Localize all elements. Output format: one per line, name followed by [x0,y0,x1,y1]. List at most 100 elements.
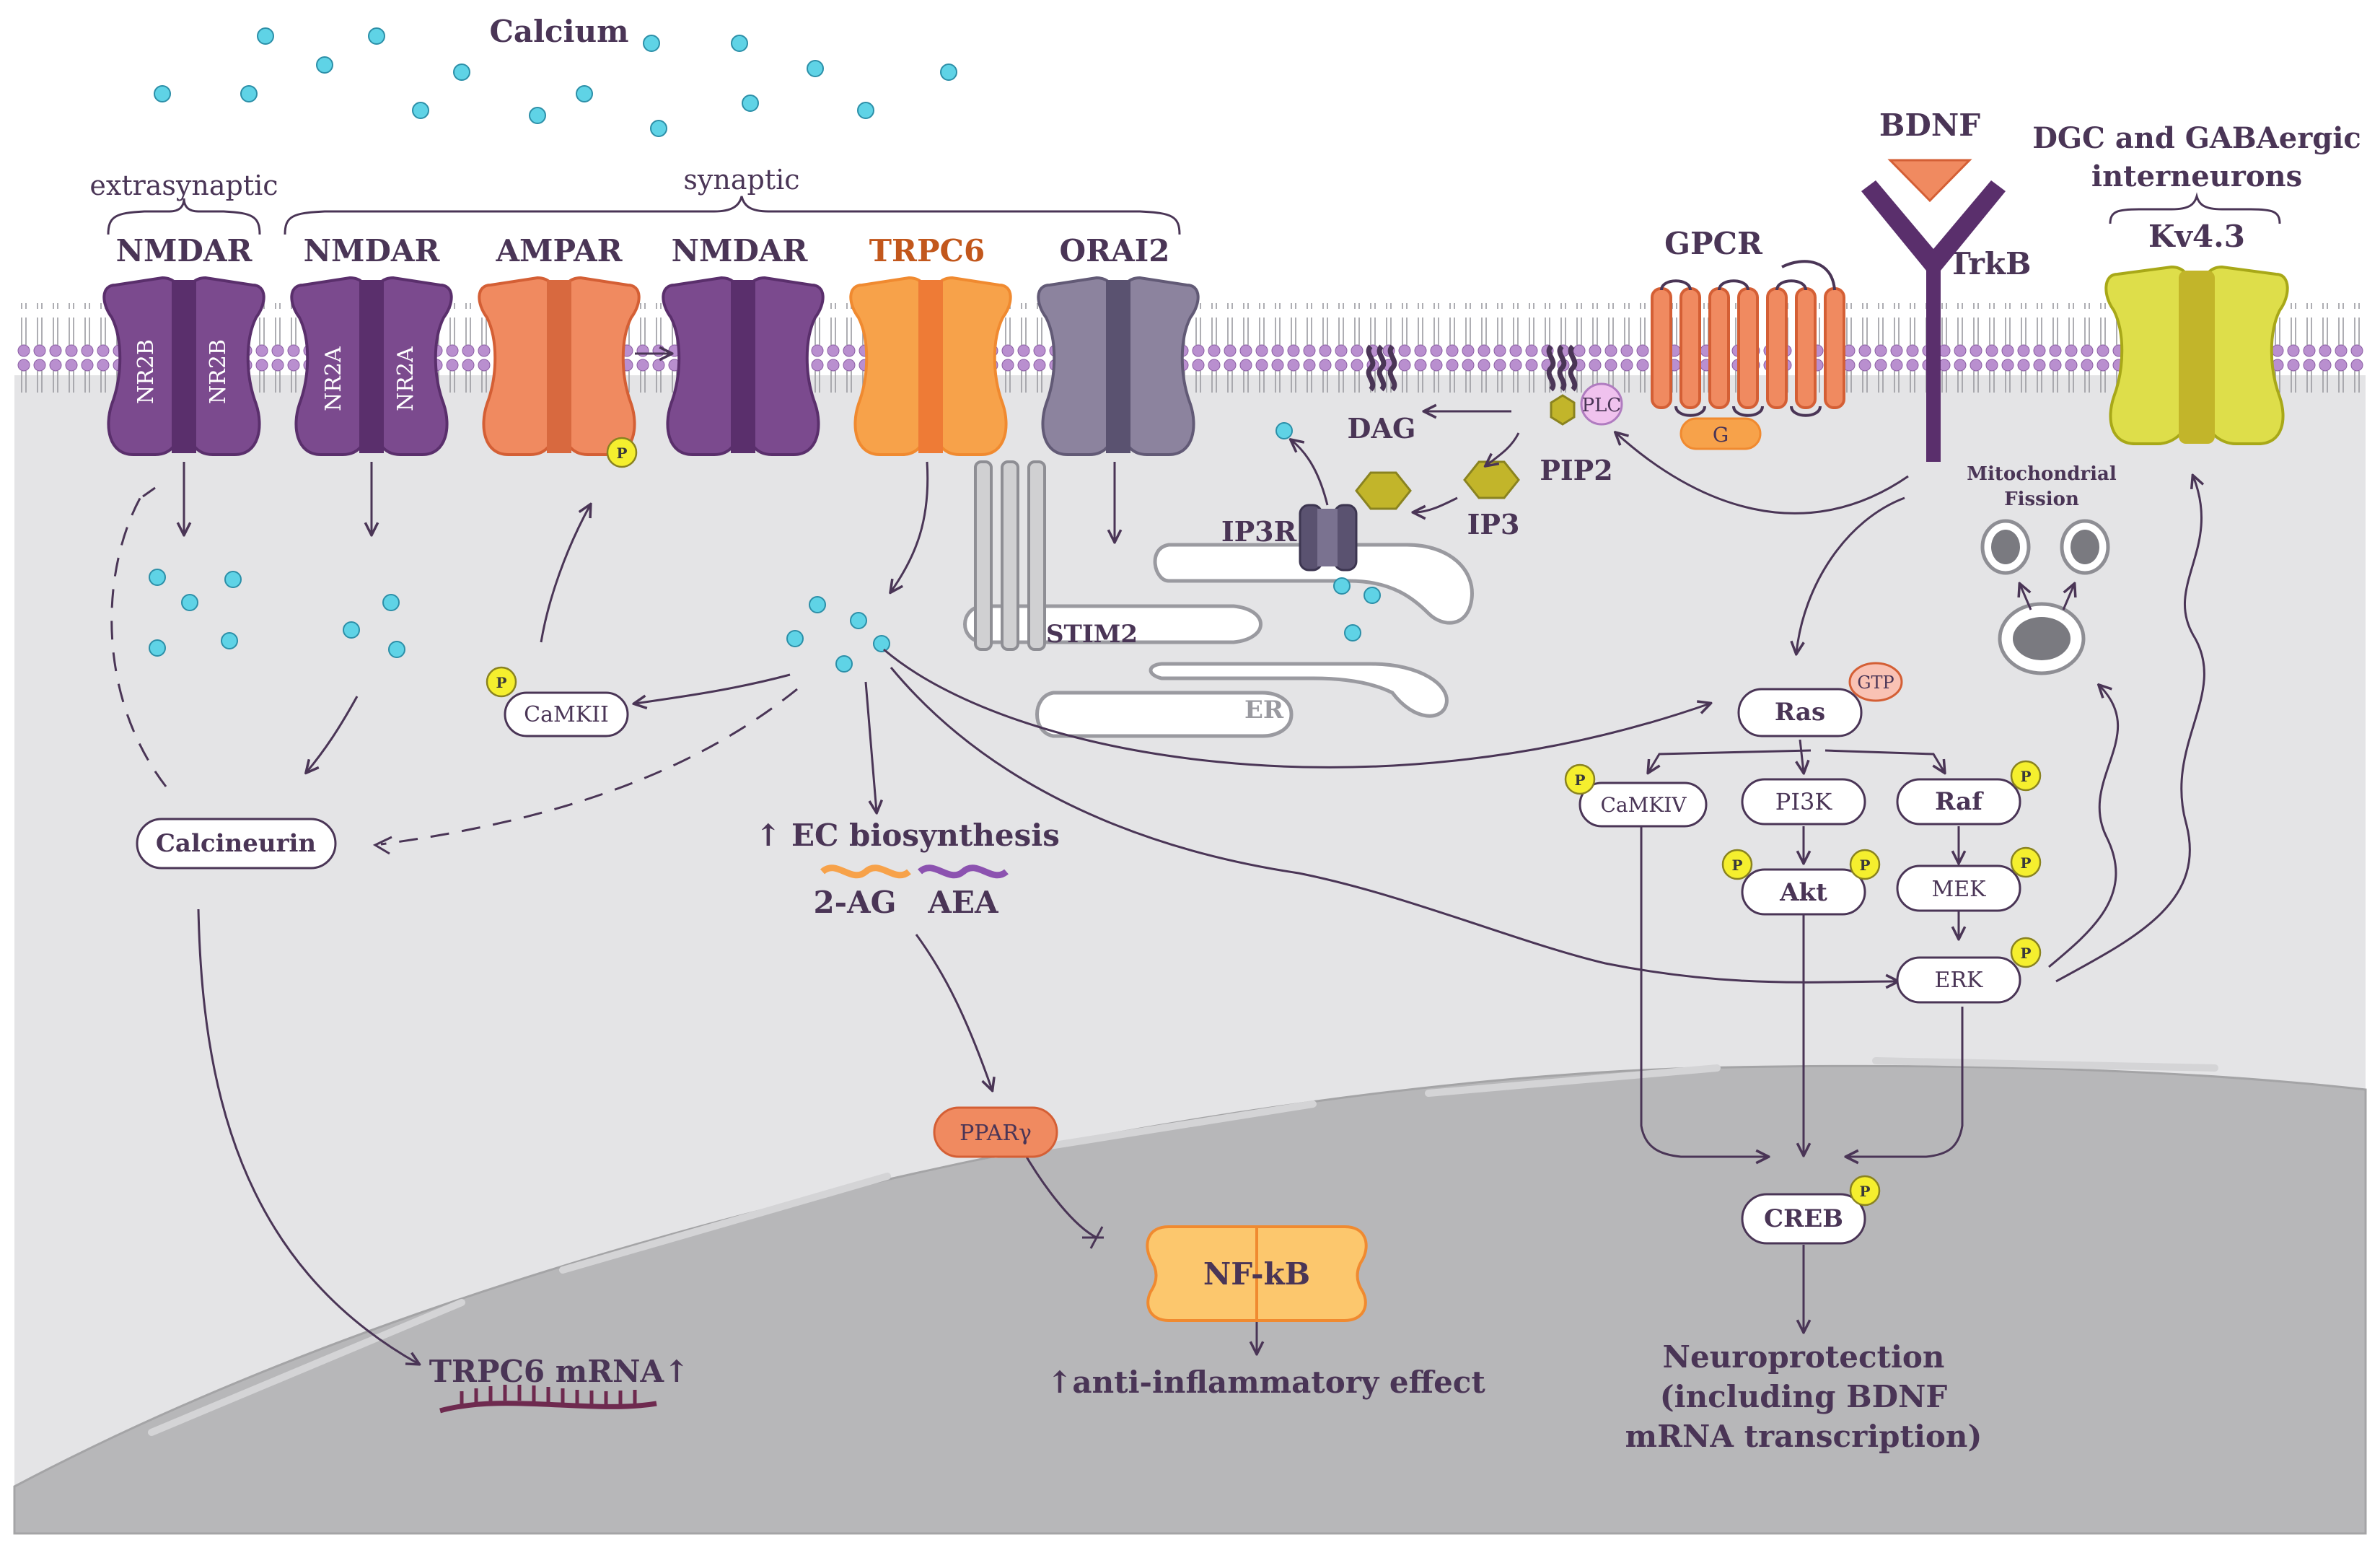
erk-phospho: P [2020,945,2031,962]
ampar-label: AMPAR [495,233,623,268]
gpcr-receptor [1651,260,1845,417]
neuroprotection-line-2: (including BDNF [1660,1379,1948,1414]
creb-node: P CREB [1741,1175,1881,1245]
orai2-channel [1037,276,1200,456]
camkii-phospho: P [496,674,506,691]
ec-biosynthesis-label: ↑ EC biosynthesis [755,818,1060,853]
trpc6-label: TRPC6 [869,233,985,268]
anti-inflammatory-label: ↑anti-inflammatory effect [1047,1365,1485,1400]
nr2b-subunit-2: NR2B [206,339,231,404]
g-protein-label: G [1713,423,1729,447]
camkii-node: P CaMKII [486,666,629,737]
raf-node: P Raf [1896,760,2042,826]
pip2-label: PIP2 [1540,454,1612,486]
mrna-strand [439,1385,657,1414]
raf-phospho: P [2020,768,2031,785]
ppar-label: PPARγ [960,1121,1032,1146]
stim2-label: STIM2 [1046,620,1138,649]
ppar-node: PPARγ [933,1106,1058,1158]
ampar-phospho: P [616,445,627,462]
nmdar-extra-label: NMDAR [116,233,253,268]
calcineurin-label: Calcineurin [156,829,316,858]
er-label: ER [1244,696,1284,724]
mitochondria [1980,519,2110,675]
nuclear-pores [148,1057,2218,1436]
bdnf-ligand [1887,159,1972,203]
extracellular-calcium [154,27,957,137]
synaptic-label: synaptic [683,164,799,196]
mek-phospho: P [2020,854,2031,872]
aea-label: AEA [927,885,999,920]
erk-label: ERK [1935,968,1983,993]
akt-node: P P Akt [1721,849,1881,916]
cytosolic-calcium [149,422,1381,673]
dag-lipid [1366,344,1397,392]
creb-label: CREB [1764,1204,1843,1233]
pip2-headgroup [1550,394,1576,426]
mek-node: P MEK [1896,846,2042,912]
nr2b-subunit-1: NR2B [133,339,159,404]
nmdar-synaptic-nr2a: NR2A NR2A [290,276,453,456]
trpc6-mrna-label: TRPC6 mRNA↑ [429,1354,690,1389]
ip3-molecule-1 [1463,460,1520,499]
ras-node: Ras GTP [1737,662,1903,737]
neuroprotection-line-3: mRNA transcription) [1625,1419,1982,1454]
interneurons-label: interneurons [2091,159,2302,193]
synaptic-brace [284,196,1181,235]
pi3k-node: PI3K [1741,778,1866,826]
nmdar-extrasynaptic: NR2B NR2B [102,276,265,456]
ras-label: Ras [1775,698,1825,727]
plc-label: PLC [1582,395,1622,416]
nmdar-synaptic-2 [662,276,825,456]
pi3k-label: PI3K [1775,788,1833,815]
nfkb-node: NF-kB [1146,1225,1368,1322]
calcium-label: Calcium [489,14,628,49]
aea-wave [917,864,1009,879]
mito-fission-label-2: Fission [2004,489,2079,510]
ampar-channel: P [478,276,641,468]
mito-fission-label-1: Mitochondrial [1967,463,2117,485]
plc-enzyme [1580,382,1623,426]
ip3r-label: IP3R [1221,515,1297,548]
raf-label: Raf [1935,787,1984,816]
ip3-label: IP3 [1467,508,1520,540]
ip3-molecule-2 [1355,471,1412,510]
camkiv-label: CaMKIV [1601,793,1687,817]
kv43-channel [2104,265,2289,445]
bdnf-label: BDNF [1879,108,1980,143]
mek-label: MEK [1931,877,1986,902]
nfkb-label: NF-kB [1203,1256,1310,1292]
2ag-label: 2-AG [813,885,896,920]
interneurons-brace [2109,192,2281,224]
nmdar-syn2-label: NMDAR [672,233,809,268]
extrasynaptic-label: extrasynaptic [89,170,278,201]
trpc6-channel [849,276,1012,456]
nmdar-syn1-label: NMDAR [304,233,441,268]
erk-node: P ERK [1896,937,2042,1004]
akt-label: Akt [1779,878,1827,907]
orai2-label: ORAI2 [1060,233,1170,268]
pip2-lipid [1546,344,1578,392]
gtp-label: GTP [1857,673,1894,693]
2ag-wave [820,864,911,879]
calcineurin-node: Calcineurin [136,818,337,870]
extrasynaptic-brace [107,198,261,235]
trkb-receptor [1861,180,2006,462]
trkb-label: TrkB [1949,246,2032,281]
nr2a-subunit-2: NR2A [393,346,418,411]
camkii-label: CaMKII [524,702,609,727]
akt-phospho-1: P [1731,857,1742,874]
camkiv-node: P CaMKIV [1564,763,1708,828]
stim2 [974,460,1046,651]
akt-phospho-2: P [1859,857,1870,874]
dgc-label: DGC and GABAergic [2032,121,2361,155]
g-protein: G [1679,417,1762,450]
neuroprotection-line-1: Neuroprotection [1663,1339,1945,1375]
camkiv-phospho: P [1574,771,1585,789]
kv43-label: Kv4.3 [2148,219,2245,254]
gpcr-label: GPCR [1664,226,1763,261]
ip3r-channel [1299,504,1358,572]
dag-label: DAG [1348,412,1416,445]
